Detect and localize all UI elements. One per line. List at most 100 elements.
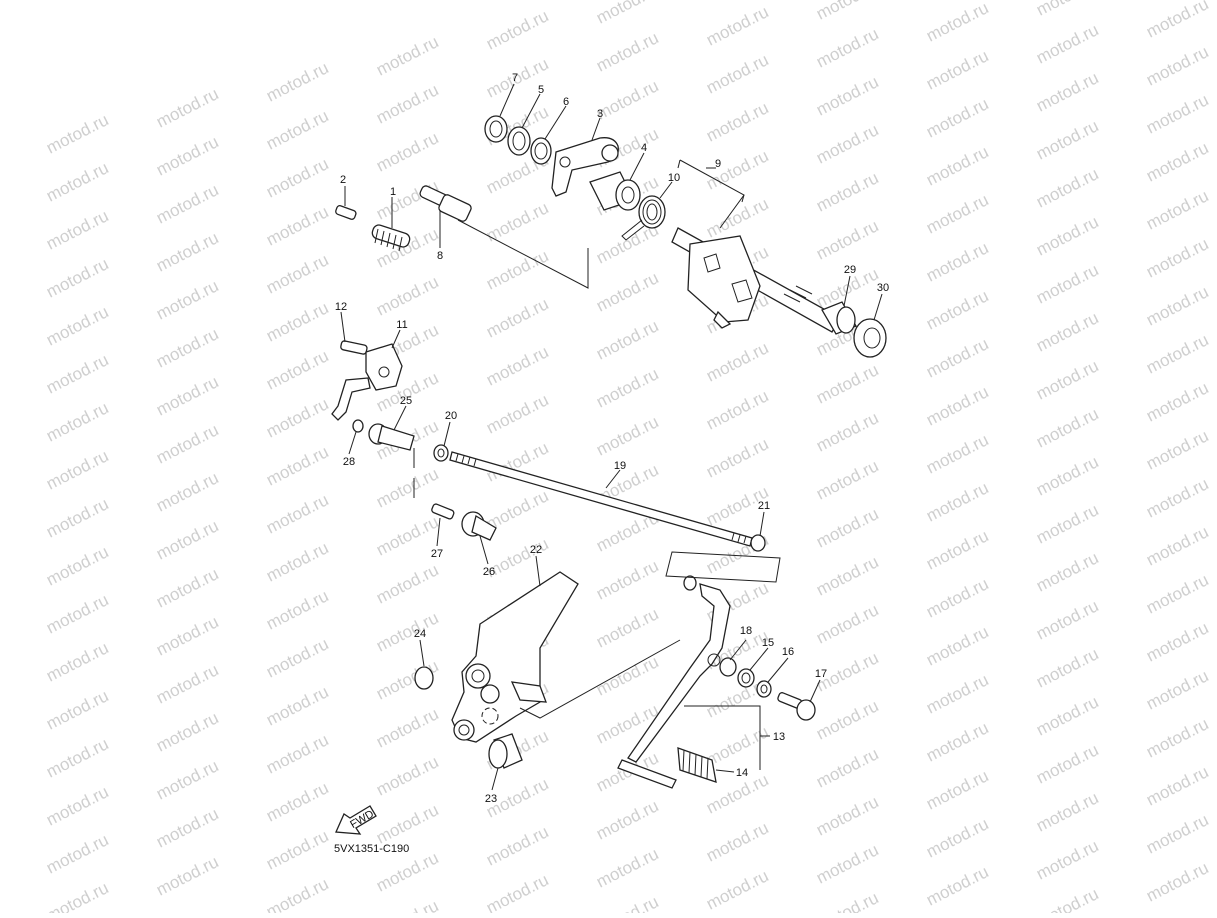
part-1-spring — [371, 224, 411, 252]
watermark-text: motod.ru — [1143, 90, 1211, 137]
watermark-text: motod.ru — [373, 896, 441, 913]
callout-3: 3 — [597, 108, 603, 120]
part-2-pin — [335, 205, 357, 220]
watermark-text: motod.ru — [1033, 500, 1101, 547]
watermark-text: motod.ru — [813, 840, 881, 887]
callout-19: 19 — [614, 460, 626, 472]
watermark-text: motod.ru — [43, 590, 111, 637]
watermark-text: motod.ru — [593, 28, 661, 75]
callout-18: 18 — [740, 625, 752, 637]
watermark-text: motod.ru — [373, 272, 441, 319]
watermark-text: motod.ru — [1143, 666, 1211, 713]
watermark-text: motod.ru — [263, 154, 331, 201]
watermark-text: motod.ru — [813, 216, 881, 263]
part-14-pedal-rubber — [677, 747, 717, 783]
watermark-text: motod.ru — [153, 276, 221, 323]
callout-1-2: 2 — [340, 174, 346, 186]
watermark-text: motod.ru — [813, 408, 881, 455]
watermark-text: motod.ru — [153, 516, 221, 563]
watermark-text: motod.ru — [1143, 618, 1211, 665]
fwd-label: FWD — [348, 808, 376, 831]
watermark-text: motod.ru — [263, 586, 331, 633]
part-16-washer — [756, 680, 772, 698]
watermark-text: motod.ru — [1033, 596, 1101, 643]
callout-24: 24 — [414, 628, 426, 640]
watermark-text: motod.ru — [593, 604, 661, 651]
part-29-bushing — [821, 301, 857, 335]
watermark-text: motod.ru — [923, 334, 991, 381]
watermark-text: motod.ru — [703, 146, 771, 193]
watermark-text: motod.ru — [1033, 68, 1101, 115]
watermark-text: motod.ru — [43, 110, 111, 157]
part-9-shift-shaft — [671, 227, 841, 333]
callout-12: 12 — [335, 301, 347, 313]
watermark-text: motod.ru — [813, 600, 881, 647]
part-24-cap — [414, 666, 434, 690]
part-10-spring — [621, 195, 666, 241]
callout-26: 26 — [483, 566, 495, 578]
watermark-text: motod.ru — [703, 194, 771, 241]
watermark-text: motod.ru — [1143, 522, 1211, 569]
part-20-nut — [433, 444, 449, 462]
watermark-text: motod.ru — [1143, 762, 1211, 809]
watermark-text: motod.ru — [43, 638, 111, 685]
callout-labels: 2 1 3 4 5 6 7 8 9 10 11 12 13 14 15 16 1… — [335, 72, 889, 805]
watermark-text: motod.ru — [813, 456, 881, 503]
watermark-text: motod.ru — [1143, 330, 1211, 377]
part-21-nut — [750, 534, 766, 552]
watermark-text: motod.ru — [153, 708, 221, 755]
watermark-text: motod.ru — [43, 398, 111, 445]
watermark-text: motod.ru — [0, 808, 2, 855]
watermark-text: motod.ru — [263, 490, 331, 537]
watermark-text: motod.ru — [813, 0, 881, 24]
watermark-text: motod.ru — [153, 612, 221, 659]
watermark-text: motod.ru — [483, 342, 551, 389]
watermark-text: motod.ru — [153, 228, 221, 275]
part-17-bolt — [777, 692, 816, 721]
diagram-code: 5VX1351-C190 — [334, 843, 410, 855]
watermark-text: motod.ru — [593, 844, 661, 891]
callout-23: 23 — [485, 793, 497, 805]
part-27-stud — [431, 503, 455, 520]
callout-28: 28 — [343, 456, 355, 468]
watermark-text: motod.ru — [593, 556, 661, 603]
watermark-text: motod.ru — [43, 206, 111, 253]
watermark-text: motod.ru — [923, 382, 991, 429]
watermark-text: motod.ru — [1033, 644, 1101, 691]
watermark-text: motod.ru — [593, 412, 661, 459]
watermark-text: motod.ru — [703, 2, 771, 49]
callout-5: 5 — [538, 84, 544, 96]
watermark-text: motod.ru — [923, 430, 991, 477]
watermark-text: motod.ru — [43, 830, 111, 877]
watermark-text: motod.ru — [923, 142, 991, 189]
watermark-text: motod.ru — [263, 298, 331, 345]
part-30-seal — [853, 318, 887, 358]
callout-25: 25 — [400, 395, 412, 407]
watermark-text: motod.ru — [263, 778, 331, 825]
watermark-text: motod.ru — [813, 744, 881, 791]
watermark-text: motod.ru — [263, 874, 331, 913]
watermark-text: motod.ru — [813, 792, 881, 839]
part-11-lever — [331, 343, 403, 421]
watermark-text: motod.ru — [1033, 116, 1101, 163]
watermark-text: motod.ru — [1033, 164, 1101, 211]
watermark-text: motod.ru — [1143, 42, 1211, 89]
watermark-text: motod.ru — [0, 568, 2, 615]
watermark-text: motod.ru — [1143, 0, 1211, 42]
watermark-text: motod.ru — [43, 254, 111, 301]
watermark-text: motod.ru — [923, 190, 991, 237]
watermark-text: motod.ru — [373, 560, 441, 607]
callout-6: 6 — [563, 96, 569, 108]
watermark-text: motod.ru — [483, 822, 551, 869]
watermark-text: motod.ru — [43, 782, 111, 829]
watermark-text: motod.ru — [923, 622, 991, 669]
watermark-text: motod.ru — [483, 6, 551, 53]
watermark-text: motod.ru — [923, 238, 991, 285]
watermark-text: motod.ru — [1033, 212, 1101, 259]
watermark-text: motod.ru — [813, 504, 881, 551]
watermark-text: motod.ru — [1143, 282, 1211, 329]
watermark-text: motod.ru — [813, 168, 881, 215]
watermark-text: motod.ru — [0, 424, 2, 471]
watermark-text: motod.ru — [43, 686, 111, 733]
callout-14: 14 — [736, 767, 748, 779]
